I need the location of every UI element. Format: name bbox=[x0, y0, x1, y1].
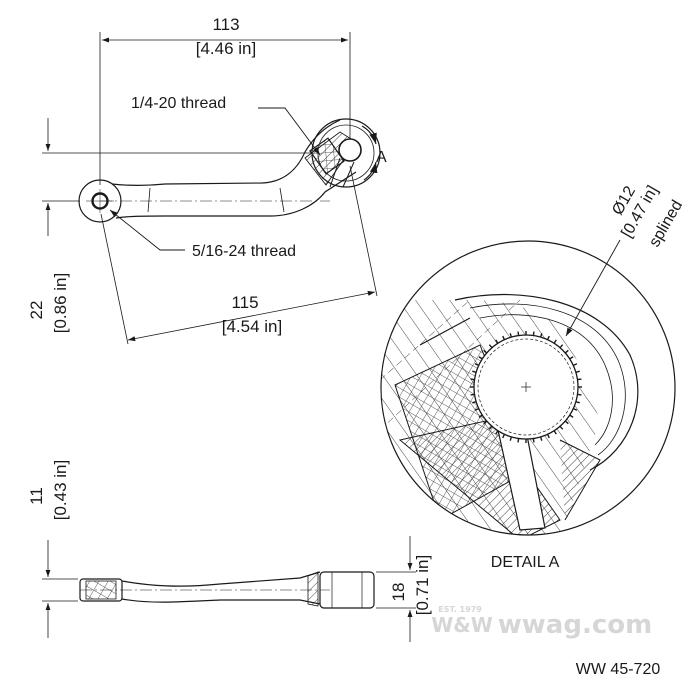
spline-tooth bbox=[559, 425, 564, 430]
spline-tooth bbox=[564, 420, 569, 425]
arm-upper-edge bbox=[111, 119, 341, 187]
spline-tooth bbox=[553, 339, 557, 344]
spline-tooth bbox=[495, 430, 499, 435]
dim-113-imperial: [4.46 in] bbox=[196, 39, 257, 58]
dim-22 bbox=[42, 118, 312, 236]
dim-18-imperial: [0.71 in] bbox=[413, 555, 432, 616]
spline-tooth bbox=[564, 349, 569, 354]
spline-tooth bbox=[553, 430, 557, 435]
thread-small-label: 1/4-20 thread bbox=[131, 95, 226, 112]
dim-115-imperial: [4.54 in] bbox=[222, 317, 283, 336]
dim-115 bbox=[100, 165, 378, 345]
dim-113-value: 113 bbox=[212, 15, 239, 34]
spline-tooth bbox=[539, 333, 543, 338]
spline-tooth bbox=[472, 370, 477, 374]
spline-tooth bbox=[569, 356, 574, 360]
spline-tooth bbox=[517, 438, 520, 443]
leader-spline bbox=[565, 239, 621, 337]
spline-tooth bbox=[488, 425, 493, 430]
watermark: EST. 1979 W&W wwag.com bbox=[431, 605, 652, 640]
spline-tooth bbox=[488, 344, 493, 349]
spline-tooth bbox=[474, 363, 479, 367]
spline-tooth bbox=[502, 335, 506, 340]
spline-tooth bbox=[577, 393, 582, 396]
section-arrow-bottom bbox=[363, 161, 378, 181]
spline-tooth bbox=[470, 378, 475, 381]
dim-11 bbox=[42, 540, 78, 638]
spline-tooth bbox=[470, 393, 475, 396]
dim-22-imperial: [0.86 in] bbox=[51, 273, 70, 334]
watermark-est: EST. 1979 bbox=[438, 605, 482, 614]
thread-large-label: 5/16-24 thread bbox=[192, 243, 296, 260]
spline-shaft bbox=[470, 331, 582, 443]
section-marker: A bbox=[376, 149, 387, 166]
part-number: WW 45-720 bbox=[576, 661, 661, 678]
spline-tooth bbox=[517, 331, 520, 336]
spline-hole bbox=[338, 138, 362, 162]
dim-22-value: 22 bbox=[27, 301, 46, 320]
detail-a-view bbox=[380, 239, 676, 536]
spline-tooth bbox=[478, 414, 483, 418]
spline-tooth bbox=[546, 335, 550, 340]
spline-tooth bbox=[546, 434, 550, 439]
watermark-brand: W&W bbox=[431, 613, 493, 637]
spline-tooth bbox=[509, 436, 513, 441]
leader-thread-large bbox=[109, 209, 185, 251]
spline-tooth bbox=[575, 370, 580, 374]
detail-title: DETAIL A bbox=[491, 554, 560, 571]
dim-11-value: 11 bbox=[27, 487, 46, 505]
spline-tooth bbox=[559, 344, 564, 349]
spline-tooth bbox=[573, 407, 578, 411]
spline-tooth bbox=[472, 400, 477, 404]
side-hub bbox=[319, 571, 375, 609]
spline-tooth bbox=[509, 333, 513, 338]
dim-11-imperial: [0.43 in] bbox=[51, 460, 70, 521]
spline-tooth bbox=[483, 349, 488, 354]
lever-top-view bbox=[78, 118, 381, 223]
dim-18-value: 18 bbox=[389, 583, 408, 602]
spline-tooth bbox=[502, 434, 506, 439]
spline-tooth bbox=[575, 400, 580, 404]
spline-tooth bbox=[483, 420, 488, 425]
leader-thread-small bbox=[258, 107, 321, 156]
watermark-site: wwag.com bbox=[498, 610, 652, 640]
spline-tooth bbox=[474, 407, 479, 411]
spline-tooth bbox=[532, 331, 535, 336]
spline-tooth bbox=[573, 363, 578, 367]
spline-tooth bbox=[569, 414, 574, 418]
section-arrow-top bbox=[361, 125, 377, 145]
lever-side-view bbox=[79, 571, 375, 609]
arm-lower-edge bbox=[115, 171, 357, 219]
spline-tooth bbox=[577, 378, 582, 381]
spline-tooth bbox=[495, 339, 499, 344]
spline-tooth bbox=[532, 438, 535, 443]
spline-tooth bbox=[478, 356, 483, 360]
dim-115-value: 115 bbox=[231, 293, 258, 312]
dim-113 bbox=[99, 32, 351, 185]
spline-tooth bbox=[539, 436, 543, 441]
dim-18 bbox=[376, 536, 416, 642]
